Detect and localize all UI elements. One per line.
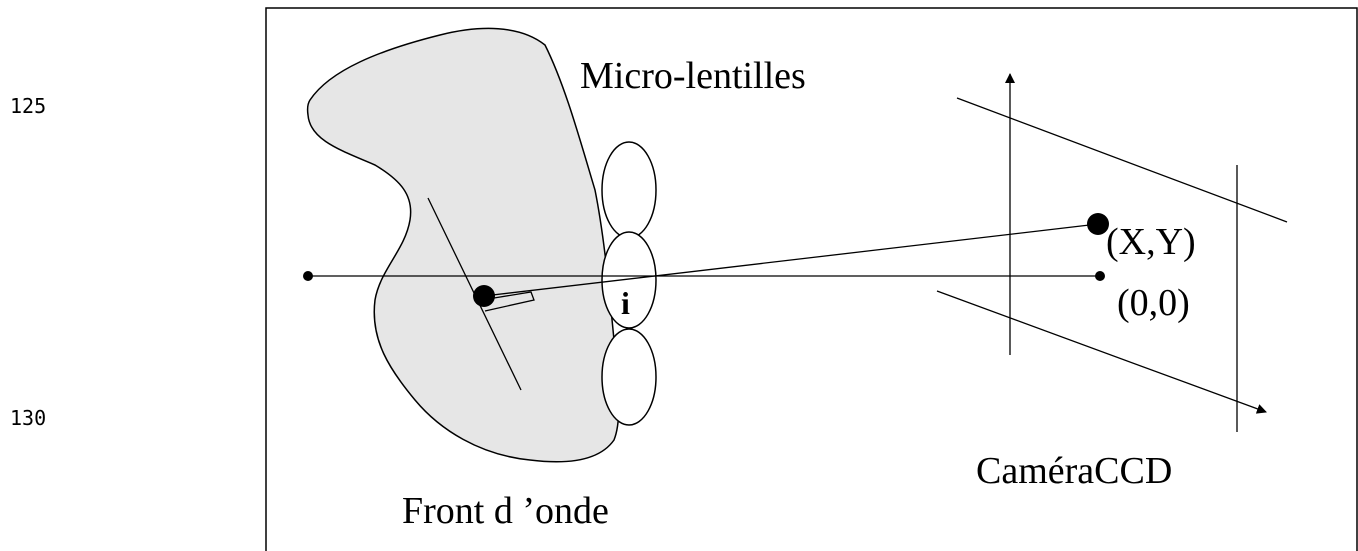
microlens-top: [601, 141, 657, 239]
wavefront-point: [473, 285, 495, 307]
microlens-middle: [601, 231, 657, 329]
wavefront-label: Front d ’onde: [402, 490, 609, 532]
line-number-125: 125: [10, 94, 47, 118]
origin-dot: [1095, 271, 1105, 281]
right-angle-marker: [484, 291, 535, 312]
spot-point: [1087, 213, 1109, 235]
lens-index-label: i: [621, 285, 630, 321]
origin-label: (0,0): [1117, 282, 1190, 324]
deviated-ray: [483, 223, 1099, 297]
wavefront-shape: [306, 27, 620, 463]
microlens-bottom: [601, 328, 657, 426]
spot-position-label: (X,Y): [1106, 221, 1196, 263]
camera-label: CaméraCCD: [976, 450, 1172, 492]
figure-frame: [265, 7, 1358, 551]
microlenses-label: Micro-lentilles: [580, 55, 806, 97]
optical-axis-start-dot: [303, 271, 313, 281]
ccd-plane-top-edge: [956, 97, 1288, 223]
ccd-horizontal-axis: [936, 290, 1267, 414]
line-number-130: 130: [10, 406, 47, 430]
